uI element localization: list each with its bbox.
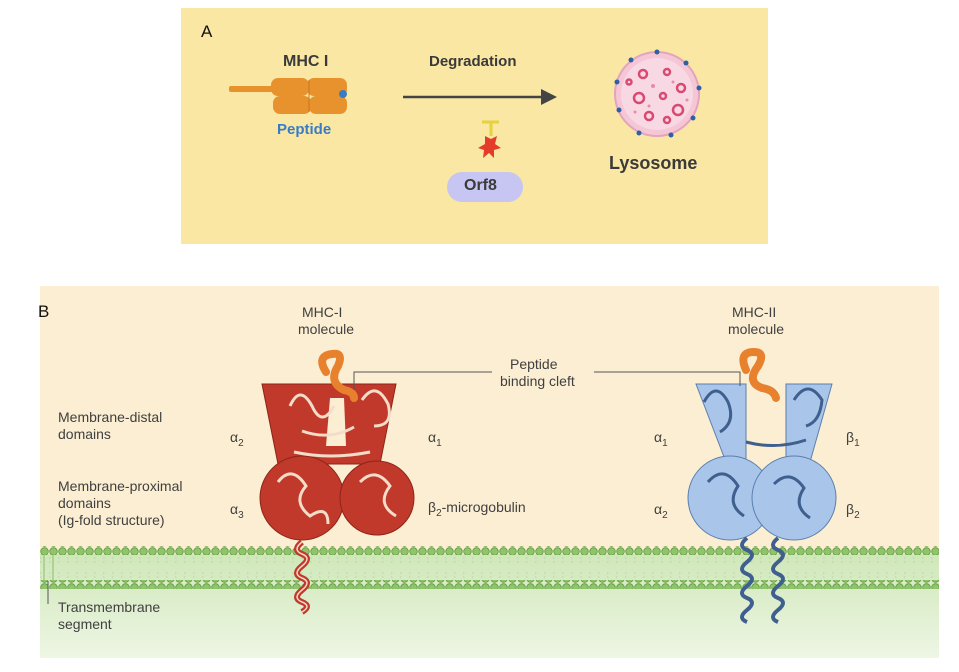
mhc-i-alpha2-label: α2 [230,429,244,449]
mhc-i-structure [259,349,415,615]
lysosome [614,49,702,138]
panel-b-graphic [40,347,939,658]
degradation-label: Degradation [429,53,517,70]
panel-a-graphic [229,49,702,202]
proximal-label-line2: domains [58,495,111,511]
mhc-ii-beta1-label: β1 [846,429,860,449]
degradation-arrow [403,89,557,105]
mhc-ii-structure [687,347,837,624]
mhc-ii-alpha2-label: α2 [654,501,668,521]
transmembrane-label-line2: segment [58,616,112,632]
mhc-i-alpha1-label: α1 [428,429,442,449]
transmembrane-label-line1: Transmembrane [58,599,161,615]
mhc-ii-alpha1-label: α1 [654,429,668,449]
mhc-i-b2m-label: β2-microgobulin [428,499,526,519]
mhc-i-title-line2: molecule [298,321,355,337]
cell-membrane [40,546,939,658]
peptide-dot [339,90,347,98]
cleft-label-line1: Peptide [510,356,558,372]
cleft-label-line2: binding cleft [500,373,575,389]
proximal-label-line1: Membrane-proximal [58,478,183,494]
mhc-ii-beta2-label: β2 [846,501,860,521]
distal-label-line2: domains [58,426,111,442]
proximal-label-line3: (Ig-fold structure) [58,512,165,528]
mhc-i-molecule [229,78,347,114]
lysosome-label: Lysosome [609,153,698,173]
cleft-leader-lines [353,371,741,390]
panel-a-letter: A [201,22,213,41]
mhc-ii-title-line2: molecule [728,321,785,337]
orf8-label: Orf8 [464,177,497,194]
mhc-ii-title-line1: MHC-II [732,304,777,320]
orf8-inhibitor [447,120,523,202]
peptide-label: Peptide [277,121,332,138]
distal-label-line1: Membrane-distal [58,409,163,425]
panel-b-letter: B [38,302,50,321]
mhc-i-title-line1: MHC-I [302,304,343,320]
mhc-i-alpha3-label: α3 [230,501,244,521]
panel-b: B [38,286,939,658]
mhc-i-label: MHC I [283,53,329,70]
panel-a: A [181,8,768,244]
